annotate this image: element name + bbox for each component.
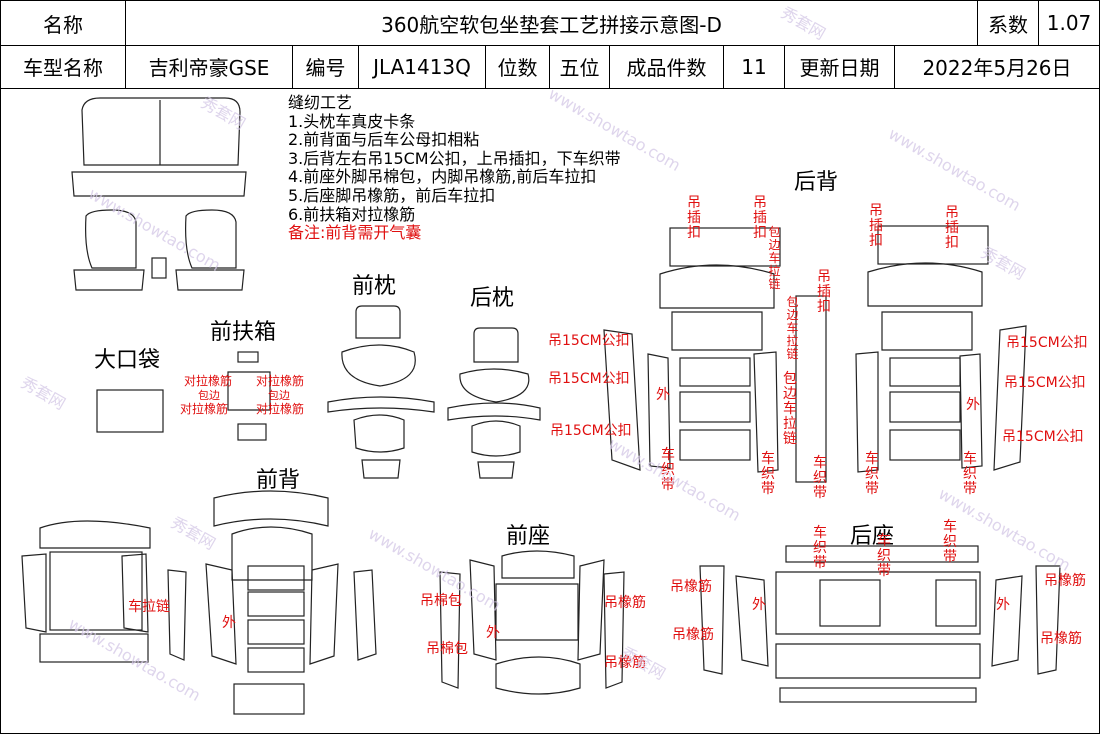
model-label: 车型名称 [1, 45, 126, 88]
section-front-headrest: 前枕 [352, 274, 397, 299]
label-zip: 车拉链 [128, 599, 170, 615]
rear-back-pieces [603, 225, 1027, 483]
pattern-drawing [21, 97, 1061, 715]
label-outer: 外 [656, 387, 670, 403]
label-edge-zip: 包边车拉链 [786, 295, 799, 361]
label-elastic: 吊橡筋 [604, 595, 646, 611]
label-webbing: 车织带 [813, 525, 827, 571]
rear-headrest-pieces [447, 327, 541, 479]
label-webbing: 车织带 [963, 451, 977, 497]
label-hang-buckle: 吊插扣 [945, 205, 959, 251]
front-seat-pieces [439, 550, 625, 695]
label-webbing: 车织带 [943, 519, 957, 565]
note-item-2: 2.前背面与后车公母扣相粘 [288, 130, 480, 150]
section-bag: 大口袋 [94, 348, 161, 373]
label-edge-zip: 包边车拉链 [768, 225, 781, 291]
note-item-3: 3.后背左右吊15CM公扣，上吊插扣，下车织带 [288, 148, 621, 168]
seats-value: 五位 [550, 45, 610, 88]
label-elastic: 吊橡筋 [604, 655, 646, 671]
label-hang-15cm: 吊15CM公扣 [548, 333, 630, 349]
section-rear-seat: 后座 [850, 524, 895, 549]
sheet-title: 360航空软包坐垫套工艺拼接示意图-D [126, 1, 978, 45]
label-hang-15cm: 吊15CM公扣 [1002, 429, 1084, 445]
label-hang-15cm: 吊15CM公扣 [1004, 375, 1086, 391]
notes-title: 缝纫工艺 [288, 93, 353, 112]
note-item-6: 6.前扶箱对拉橡筋 [288, 204, 416, 224]
label-edge: 包边 [268, 389, 290, 402]
label-webbing: 车织带 [813, 455, 827, 501]
label-webbing: 车织带 [661, 447, 675, 493]
code-value: JLA1413Q [359, 45, 486, 88]
label-webbing: 车织带 [761, 451, 775, 497]
label-outer: 外 [996, 597, 1010, 613]
label-hang-buckle: 吊插扣 [869, 203, 883, 249]
seat-overview-thumbnail [71, 97, 247, 291]
label-webbing: 车织带 [877, 533, 891, 579]
label-outer: 外 [222, 615, 236, 631]
label-elastic: 吊橡筋 [1044, 573, 1086, 589]
section-rear-back: 后背 [794, 170, 839, 195]
coef-label: 系数 [978, 1, 1039, 45]
label-hang-15cm: 吊15CM公扣 [548, 371, 630, 387]
label-outer: 外 [486, 625, 500, 641]
label-hang-15cm: 吊15CM公扣 [550, 423, 632, 439]
label-outer: 外 [966, 397, 980, 413]
label-cotton: 吊棉包 [426, 641, 468, 657]
date-label: 更新日期 [785, 45, 895, 88]
label-cotton: 吊棉包 [420, 593, 462, 609]
label-elastic: 吊橡筋 [672, 627, 714, 643]
notes-remark: 备注:前背需开气囊 [288, 223, 422, 243]
label-elastic: 吊橡筋 [670, 579, 712, 595]
label-hang-buckle: 吊插扣 [687, 195, 701, 241]
front-back-pieces [21, 490, 377, 715]
sewing-notes: 缝纫工艺 1.头枕车真皮卡条 2.前背面与后车公母扣相粘 3.后背左右吊15CM… [288, 93, 621, 243]
bag-panel [96, 389, 164, 433]
label-pull-elastic: 对拉橡筋 [256, 402, 305, 416]
section-front-armrest: 前扶箱 [210, 320, 277, 345]
label-edge: 包边 [198, 389, 220, 402]
note-item-4: 4.前座外脚吊棉包，内脚吊橡筋,前后车拉扣 [288, 167, 597, 187]
label-pull-elastic: 对拉橡筋 [180, 402, 229, 416]
model-value: 吉利帝豪GSE [126, 45, 293, 88]
label-hang-buckle: 吊插扣 [753, 195, 767, 241]
coef-value: 1.07 [1046, 11, 1092, 35]
label-pull-elastic: 对拉橡筋 [256, 374, 305, 388]
name-label: 名称 [1, 1, 126, 45]
seats-label: 位数 [486, 45, 550, 88]
note-item-5: 5.后座脚吊橡筋，前后车拉扣 [288, 185, 496, 205]
note-item-1: 1.头枕车真皮卡条 [288, 111, 416, 131]
date-value: 2022年5月26日 [922, 56, 1072, 80]
label-hang-15cm: 吊15CM公扣 [1006, 335, 1088, 351]
label-outer: 外 [752, 597, 766, 613]
label-webbing: 车织带 [865, 451, 879, 497]
pieces-value: 11 [724, 45, 785, 88]
label-pull-elastic: 对拉橡筋 [184, 374, 233, 388]
section-front-back: 前背 [256, 468, 301, 493]
front-headrest-pieces [327, 305, 435, 479]
rear-seat-pieces [699, 545, 1061, 703]
label-hang-buckle: 吊插扣 [817, 269, 831, 315]
code-label: 编号 [293, 45, 359, 88]
header-row-1: 名称 360航空软包坐垫套工艺拼接示意图-D 系数 1.07 [1, 1, 1099, 46]
label-elastic: 吊橡筋 [1040, 631, 1082, 647]
front-armrest-pieces [227, 351, 271, 441]
section-rear-headrest: 后枕 [470, 286, 515, 311]
pieces-label: 成品件数 [610, 45, 724, 88]
label-edge-zip: 包边车拉链 [783, 371, 797, 447]
header-row-2: 车型名称 吉利帝豪GSE 编号 JLA1413Q 位数 五位 成品件数 11 更… [1, 45, 1099, 89]
section-front-seat: 前座 [506, 524, 551, 549]
